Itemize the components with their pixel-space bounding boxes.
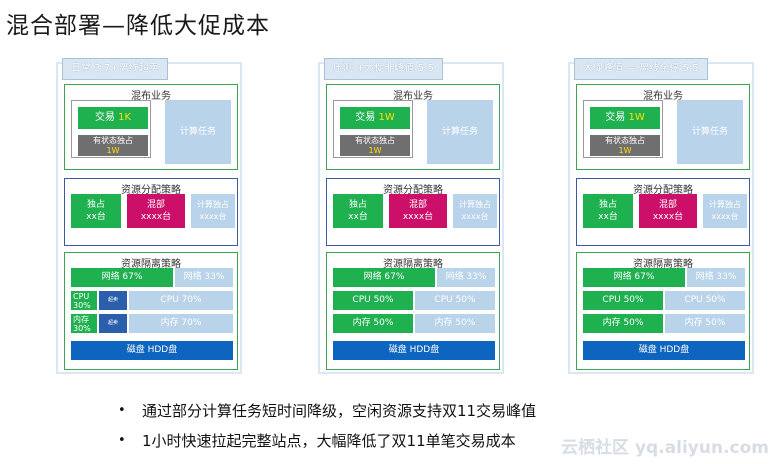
resource-isolation-section: 资源隔离策略 网络 67% 网络 33% CPU 50% CPU 50% 内存 … bbox=[576, 252, 750, 370]
memory-share-b: 内存 50% bbox=[665, 314, 745, 333]
disk-block: 磁盘 HDD盘 bbox=[583, 341, 745, 360]
section-title: 混布业务 bbox=[643, 91, 683, 102]
page-title: 混合部署—降低大促成本 bbox=[6, 13, 270, 39]
network-share-a: 网络 67% bbox=[583, 268, 685, 287]
watermark: 云栖社区 yq.aliyun.com bbox=[561, 438, 769, 458]
section-title: 资源隔离策略 bbox=[633, 259, 693, 270]
bullet-dot: • bbox=[118, 433, 126, 448]
compute-task-block: 计算任务 bbox=[427, 100, 493, 164]
panel-header: 压测 +大促非峰值 5:5 bbox=[324, 58, 443, 80]
bullet-list: •通过部分计算任务短时间降级，空闲资源支持双11交易峰值 •1小时快速拉起完整站… bbox=[118, 400, 536, 460]
section-title: 资源分配策略 bbox=[383, 185, 443, 196]
memory-bar: 内存 50% 内存 50% bbox=[583, 314, 745, 333]
memory-share-a: 内存 50% bbox=[583, 314, 663, 333]
bullet-dot: • bbox=[118, 403, 126, 418]
cpu-bar: CPU 50% CPU 50% bbox=[333, 291, 495, 310]
compute-task-block: 计算任务 bbox=[165, 100, 231, 164]
memory-oversell: 超卖 bbox=[99, 314, 127, 333]
trade-block: 交易 1W bbox=[340, 107, 410, 129]
network-share-a: 网络 67% bbox=[71, 268, 173, 287]
trade-block: 交易 1W bbox=[590, 107, 660, 129]
compute-task-block: 计算任务 bbox=[677, 100, 743, 164]
cpu-share-b: CPU 50% bbox=[665, 291, 745, 310]
memory-share-a: 内存 50% bbox=[333, 314, 413, 333]
panel-header: 日常 3:7+离线超卖 bbox=[62, 58, 168, 80]
section-title: 混布业务 bbox=[131, 91, 171, 102]
section-title: 混布业务 bbox=[393, 91, 433, 102]
network-bar: 网络 67% 网络 33% bbox=[333, 268, 495, 287]
section-title: 资源分配策略 bbox=[121, 185, 181, 196]
cpu-share-b: CPU 70% bbox=[129, 291, 233, 310]
disk-bar: 磁盘 HDD盘 bbox=[583, 341, 745, 360]
trade-block: 交易 1K bbox=[78, 107, 148, 129]
bullet-item: •通过部分计算任务短时间降级，空闲资源支持双11交易峰值 bbox=[118, 402, 537, 420]
cpu-share-b: CPU 50% bbox=[415, 291, 495, 310]
cpu-share-a: CPU 50% bbox=[583, 291, 663, 310]
panel-header: 大促峰值 — 离线全停 5:5 bbox=[574, 58, 708, 80]
network-bar: 网络 67% 网络 33% bbox=[71, 268, 233, 287]
resource-isolation-section: 资源隔离策略 网络 67% 网络 33% CPU 50% CPU 50% 内存 … bbox=[326, 252, 500, 370]
network-share-b: 网络 33% bbox=[175, 268, 233, 287]
network-share-a: 网络 67% bbox=[333, 268, 435, 287]
disk-bar: 磁盘 HDD盘 bbox=[333, 341, 495, 360]
network-bar: 网络 67% 网络 33% bbox=[583, 268, 745, 287]
disk-block: 磁盘 HDD盘 bbox=[71, 341, 233, 360]
disk-bar: 磁盘 HDD盘 bbox=[71, 341, 233, 360]
network-share-b: 网络 33% bbox=[437, 268, 495, 287]
memory-bar: 内存 50% 内存 50% bbox=[333, 314, 495, 333]
section-title: 资源分配策略 bbox=[633, 185, 693, 196]
section-title: 资源隔离策略 bbox=[383, 259, 443, 270]
cpu-bar: CPU 50% CPU 50% bbox=[583, 291, 745, 310]
cpu-share-a: CPU 50% bbox=[333, 291, 413, 310]
memory-share-b: 内存 70% bbox=[129, 314, 233, 333]
section-title: 资源隔离策略 bbox=[121, 259, 181, 270]
bullet-item: •1小时快速拉起完整站点，大幅降低了双11单笔交易成本 bbox=[118, 432, 516, 450]
network-share-b: 网络 33% bbox=[687, 268, 745, 287]
disk-block: 磁盘 HDD盘 bbox=[333, 341, 495, 360]
cpu-oversell: 超卖 bbox=[99, 291, 127, 310]
memory-share-b: 内存 50% bbox=[415, 314, 495, 333]
